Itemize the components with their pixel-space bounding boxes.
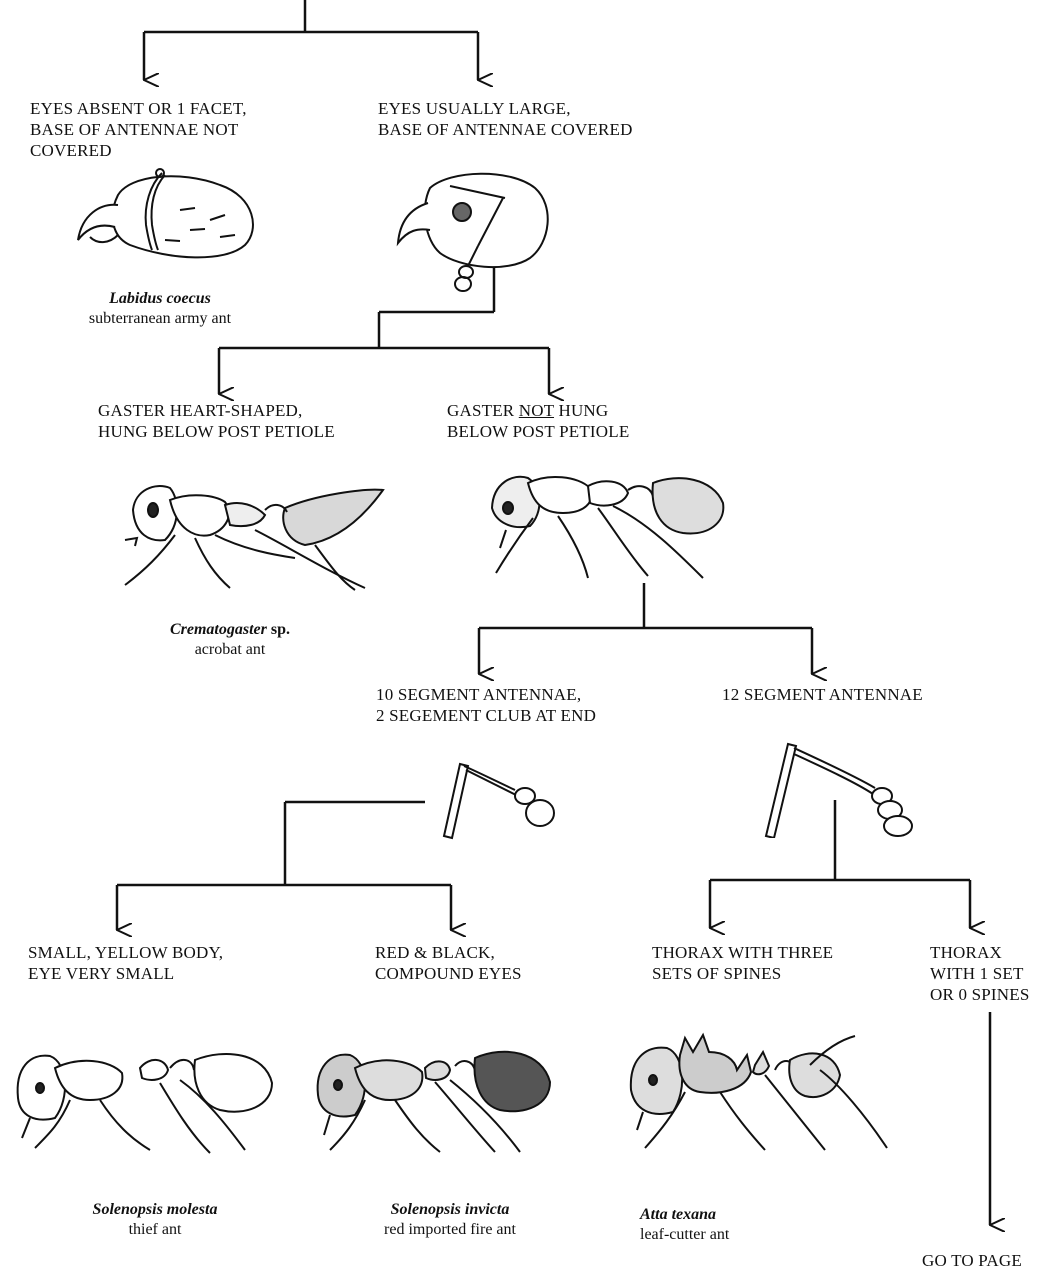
- node-small-yellow: SMALL, YELLOW BODY, EYE VERY SMALL: [28, 942, 223, 984]
- gaster-not-underlined: NOT: [519, 401, 554, 420]
- species-scientific: Labidus coecus: [70, 289, 250, 309]
- gaster-not-prefix: GASTER: [447, 401, 519, 420]
- species-atta-texana: Atta texana leaf-cutter ant: [640, 1205, 760, 1245]
- head-eyes-absent-illustration: [70, 165, 270, 270]
- node-eyes-absent: EYES ABSENT OR 1 FACET, BASE OF ANTENNAE…: [30, 98, 247, 161]
- species-crematogaster: Crematogaster sp. acrobat ant: [150, 620, 310, 660]
- atta-texana-illustration: [625, 1030, 895, 1158]
- node-twelve-segment: 12 SEGMENT ANTENNAE: [722, 684, 923, 705]
- species-scientific: Crematogaster: [170, 621, 267, 638]
- species-common: subterranean army ant: [70, 309, 250, 329]
- node-go-to-page: GO TO PAGE: [922, 1250, 1022, 1271]
- species-common: thief ant: [70, 1220, 240, 1240]
- antenna-12-segment-illustration: [760, 738, 920, 838]
- node-ten-segment: 10 SEGMENT ANTENNAE, 2 SEGEMENT CLUB AT …: [376, 684, 596, 726]
- head-eyes-large-illustration: [390, 168, 560, 298]
- species-common: leaf-cutter ant: [640, 1225, 760, 1245]
- species-scientific: Solenopsis invicta: [355, 1200, 545, 1220]
- species-labidus: Labidus coecus subterranean army ant: [70, 289, 250, 329]
- node-red-black: RED & BLACK, COMPOUND EYES: [375, 942, 522, 984]
- node-gaster-heart: GASTER HEART-SHAPED, HUNG BELOW POST PET…: [98, 400, 335, 442]
- node-three-spines: THORAX WITH THREE SETS OF SPINES: [652, 942, 833, 984]
- solenopsis-molesta-illustration: [10, 1038, 280, 1158]
- species-common: acrobat ant: [150, 640, 310, 660]
- crematogaster-illustration: [115, 480, 390, 600]
- node-one-spine: THORAX WITH 1 SET OR 0 SPINES: [930, 942, 1030, 1005]
- species-scientific: Atta texana: [640, 1205, 760, 1225]
- species-solenopsis-molesta: Solenopsis molesta thief ant: [70, 1200, 240, 1240]
- ant-gaster-not-hung-illustration: [488, 468, 733, 586]
- species-suffix: sp.: [267, 621, 290, 638]
- node-eyes-large: EYES USUALLY LARGE, BASE OF ANTENNAE COV…: [378, 98, 633, 140]
- solenopsis-invicta-illustration: [310, 1040, 555, 1158]
- species-scientific: Solenopsis molesta: [70, 1200, 240, 1220]
- species-common: red imported fire ant: [355, 1220, 545, 1240]
- species-scientific-line: Crematogaster sp.: [150, 620, 310, 640]
- antenna-10-segment-illustration: [430, 758, 565, 840]
- node-gaster-not: GASTER NOT HUNG BELOW POST PETIOLE: [447, 400, 629, 442]
- species-solenopsis-invicta: Solenopsis invicta red imported fire ant: [355, 1200, 545, 1240]
